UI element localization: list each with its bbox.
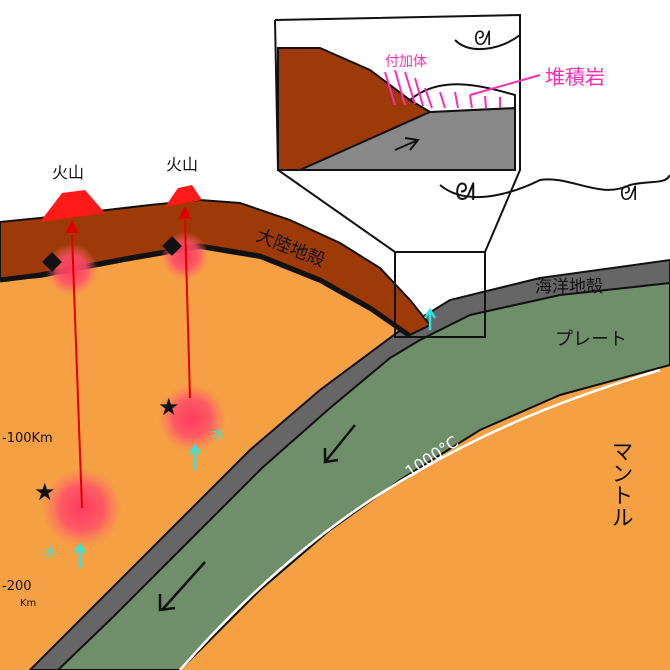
oceanic-crust <box>28 258 670 670</box>
depth-100-label: -100Km <box>2 431 53 446</box>
magma-shallow-left <box>46 244 98 296</box>
accretionary-prism-label: 付加体 <box>385 54 427 70</box>
source-marker-left <box>42 252 62 272</box>
wave-icon: ᘛ <box>620 181 637 205</box>
wave-icon: ᘛ <box>455 178 475 206</box>
star-icon: ★ <box>34 478 56 506</box>
volcano-left-label: 火山 <box>52 163 84 182</box>
wave-icon: ᘛ <box>474 26 491 50</box>
mantle-wedge <box>0 248 405 670</box>
water-arrow-icon <box>73 307 437 568</box>
zoom-source-box <box>394 251 486 338</box>
water-label: 水 <box>212 427 224 441</box>
volcano-left-icon <box>40 190 105 222</box>
magma-ascent-arrows <box>65 205 192 509</box>
lower-mantle <box>180 365 670 670</box>
oceanic-crust-label: 海洋地殻 <box>535 277 603 297</box>
water-label: 水 <box>44 545 56 559</box>
volcano-right-label: 火山 <box>166 155 198 174</box>
mantle-label: マントル <box>608 440 633 528</box>
plate-label: プレート <box>555 329 627 350</box>
sediment-pointer <box>469 74 541 96</box>
source-marker-right <box>162 236 182 256</box>
volcano-right-icon <box>165 185 202 207</box>
isotherm-line <box>179 368 661 670</box>
depth-200-unit: Km <box>20 598 36 609</box>
depth-200-label: -200 <box>2 579 32 594</box>
star-icon: ★ <box>158 393 180 421</box>
subduction-arrow-icon <box>158 424 356 612</box>
inset-cross-section <box>277 40 516 171</box>
sea-surface-line <box>439 34 670 199</box>
sediment-label: 堆積岩 <box>545 65 605 89</box>
accretionary-prism-hatching <box>384 69 501 109</box>
magma-deep-right <box>158 384 226 452</box>
